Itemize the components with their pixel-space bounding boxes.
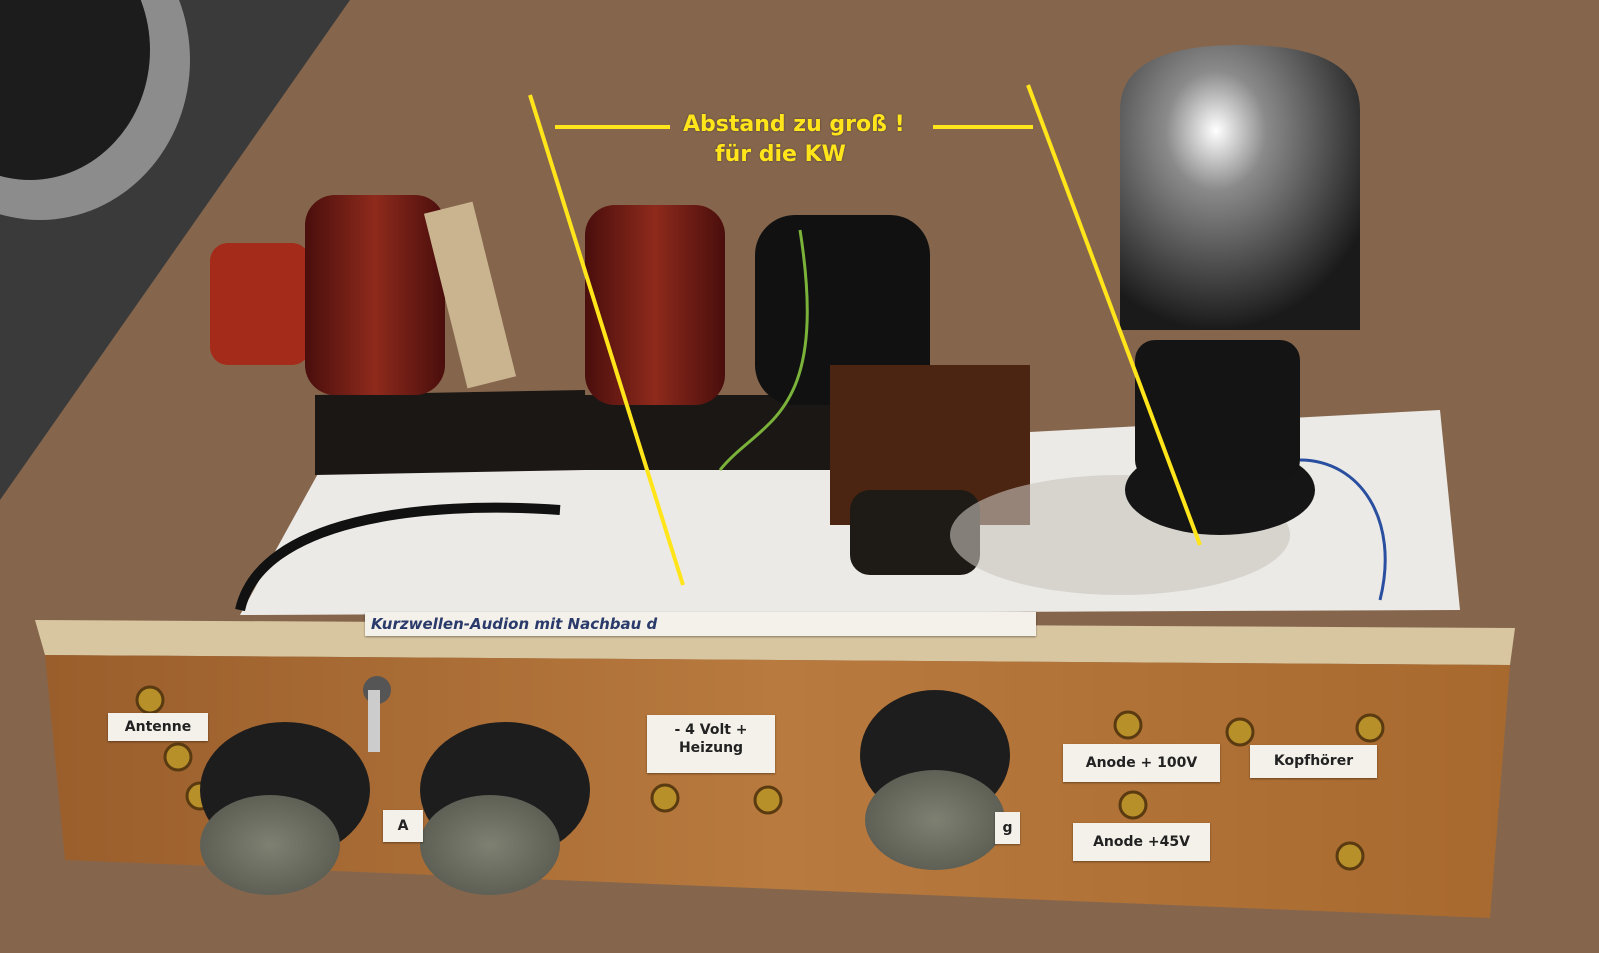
knob-3 (860, 690, 1010, 870)
knob-1 (200, 722, 370, 895)
stove (0, 0, 350, 500)
label-anode-100v: Anode + 100V (1063, 744, 1220, 782)
coil-terminal-strip (423, 201, 517, 389)
knob-2 (420, 722, 590, 895)
label-kopfhoerer: Kopfhörer (1250, 745, 1377, 778)
annotation-kw: für die KW (715, 142, 846, 167)
label-fragment-g: g (995, 812, 1020, 844)
wire (1299, 458, 1387, 601)
coil-2 (585, 205, 725, 405)
annotation-distance: Abstand zu groß ! (683, 112, 905, 137)
coil-1 (305, 195, 445, 395)
coil-tape (755, 215, 930, 405)
label-heizung-line2: Heizung (678, 740, 744, 756)
label-fragment-a: A (383, 810, 423, 842)
coil-mount (315, 390, 585, 475)
coil-former-red (210, 243, 310, 365)
vacuum-tube (1120, 45, 1360, 535)
label-anode-45v: Anode +45V (1073, 823, 1210, 861)
label-heizung-line1: - 4 Volt + (674, 722, 748, 738)
coil-mount (585, 395, 830, 470)
annotation-lines (528, 84, 1202, 586)
toggle-switch (363, 676, 391, 752)
label-heizung: - 4 Volt + Heizung (647, 715, 775, 773)
small-tube (850, 490, 980, 575)
wire (718, 229, 809, 471)
panel-title-strip: Kurzwellen-Audion mit Nachbau d (365, 612, 1036, 636)
cable (235, 502, 561, 612)
label-antenne: Antenne (108, 713, 208, 741)
